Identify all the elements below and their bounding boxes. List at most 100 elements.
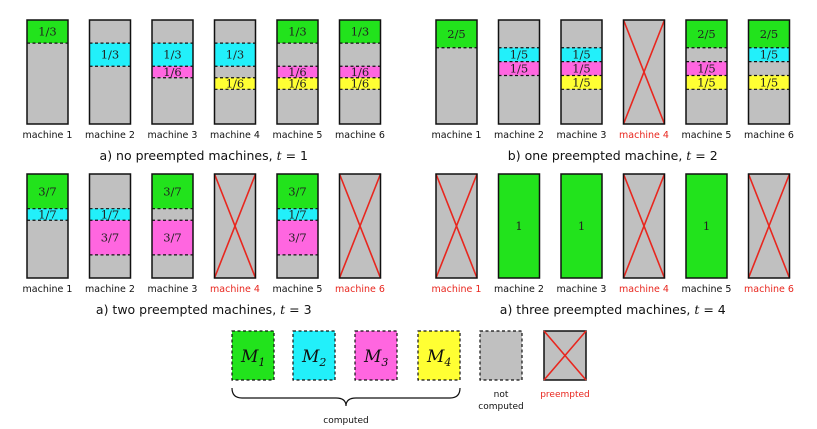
segment-M1 [152,174,193,209]
machine-2: 1 machine 2 [494,173,544,295]
machine-outline [88,19,132,125]
preempted-cross-line [213,173,257,279]
segment-fraction: 3/7 [163,231,182,245]
caption-text: b) one preempted machine, [508,148,686,163]
machine-4: machine 4 [619,173,669,295]
caption-variable: t [686,148,692,163]
segment-M3 [686,61,727,76]
uncomputed-segment [89,254,131,278]
segment-M2 [748,47,790,62]
segment-fraction: 1/3 [163,48,182,62]
segment-fraction: 2/5 [697,27,716,41]
segment-fraction: 3/7 [101,231,120,245]
segment-M4 [561,75,602,90]
machine-label: machine 5 [273,284,323,295]
segment-fraction: 1/5 [572,62,591,76]
legend-swatch [479,330,523,381]
uncomputed-segment [561,89,602,124]
uncomputed-segment [339,89,381,124]
machine-label: machine 1 [23,284,73,295]
uncomputed-segment [214,20,256,44]
segment-M3 [339,66,381,78]
segment-M3 [277,220,318,255]
machine-label: machine 6 [744,284,794,295]
uncomputed-segment [214,66,256,78]
machine-6: machine 6 [335,173,385,295]
segment-fraction: 3/7 [288,231,307,245]
segment-fraction: 1/5 [510,62,529,76]
segment-fraction: 1/7 [101,207,120,221]
uncomputed-segment [89,20,131,44]
segment-fraction: 1 [515,219,522,233]
legend-swatch [231,330,275,381]
caption-text: a) no preempted machines, [100,148,277,163]
legend-item-M3: M3 [354,330,398,381]
machine-outline [151,19,194,125]
machine-label: machine 2 [85,130,135,141]
machine-label: machine 6 [335,284,385,295]
legend-swatch [417,330,461,381]
machine-outline [497,19,541,125]
machine-label: machine 2 [494,284,544,295]
legend-item-M2: M2 [292,330,336,381]
caption-text: a) two preempted machines, [96,302,280,317]
segment-M1 [686,20,727,48]
uncomputed-segment [277,254,318,278]
machine-label: machine 5 [273,130,323,141]
machine-outline [338,173,382,279]
machine-label: machine 6 [744,130,794,141]
machine-outline [747,19,791,125]
segment-fraction: 1/6 [351,77,370,91]
machine-outline [747,173,791,279]
caption-value: = 4 [699,302,725,317]
machine-2: 1/3 machine 2 [85,19,135,141]
legend-swatch [292,330,336,381]
uncomputed-segment [152,254,193,278]
uncomputed-segment [498,75,540,124]
machine-outline [560,19,603,125]
machine-1: machine 1 [432,173,482,295]
machine-outline [622,173,666,279]
segment-M3 [498,61,540,76]
segment-M2 [277,208,318,221]
machine-label: machine 3 [557,284,607,295]
segment-M2 [89,208,131,221]
machine-outline [276,19,319,125]
uncomputed-segment [561,20,602,48]
machine-outline [213,19,257,125]
machine-outline [435,173,478,279]
machine-outline [26,173,69,279]
panel-caption: a) no preempted machines, t = 1 [100,148,308,163]
legend-symbol: M1 [240,347,265,369]
machine-outline [685,173,728,279]
legend-item-M4: M4 [417,330,461,381]
machine-label: machine 5 [682,284,732,295]
panel-caption: a) two preempted machines, t = 3 [96,302,312,317]
legend-symbol: M2 [301,347,326,369]
segment-fraction: 1/6 [351,65,370,79]
segment-fraction: 1/3 [38,25,57,39]
uncomputed-segment [686,47,727,62]
segment-fraction: 1/5 [760,48,779,62]
segment-fraction: 1/5 [697,62,716,76]
legend-symbol: M3 [363,347,388,369]
uncomputed-segment [89,66,131,124]
machine-label: machine 1 [432,284,482,295]
segment-M4 [686,75,727,90]
machine-outline [685,19,728,125]
segment-fraction: 1/3 [101,48,120,62]
segment-fraction: 1/3 [288,25,307,39]
segment-fraction: 1/5 [572,48,591,62]
preempted-cross-line [747,173,791,279]
segment-fraction: 3/7 [163,184,182,198]
